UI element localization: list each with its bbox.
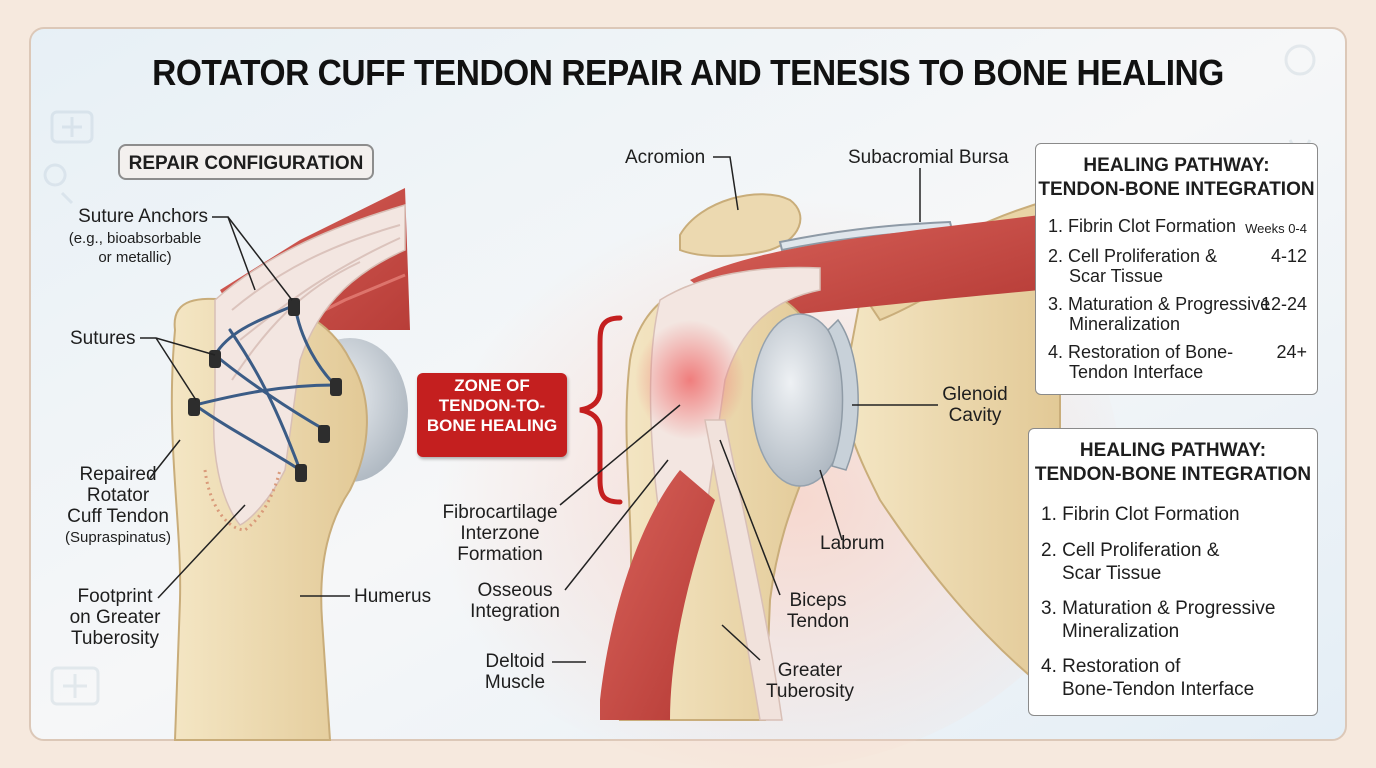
panel-top-title-1: HEALING PATHWAY: xyxy=(1083,155,1270,176)
panel-top-step-3-weeks: 12-24 xyxy=(1260,294,1307,314)
label-osseous-1: Osseous xyxy=(477,580,553,601)
repair-configuration-label: REPAIR CONFIGURATION xyxy=(118,144,374,180)
healing-pathway-panel-top: HEALING PATHWAY: TENDON-BONE INTEGRATION… xyxy=(1035,143,1318,395)
panel-bottom-title-1: HEALING PATHWAY: xyxy=(1079,440,1267,461)
panel-top-step-4: 4. Restoration of Bone- xyxy=(1048,342,1234,362)
panel-bottom-step-4-line2: Bone-Tendon Interface xyxy=(1062,679,1255,700)
panel-top-step-1-weeks: Weeks 0-4 xyxy=(1245,221,1307,236)
label-footprint-1: Footprint xyxy=(77,586,153,607)
panel-top-step-4-line2: Tendon Interface xyxy=(1069,362,1204,382)
label-sutures: Sutures xyxy=(70,328,136,349)
panel-top-step-2-weeks: 4-12 xyxy=(1270,246,1307,266)
panel-bottom-title-2: TENDON-BONE INTEGRATION xyxy=(1034,464,1312,485)
zone-of-healing-box: ZONE OF TENDON-TO- BONE HEALING xyxy=(417,373,567,457)
panel-top-step-4-weeks: 24+ xyxy=(1276,342,1307,362)
label-glenoid-2: Cavity xyxy=(948,405,1002,426)
label-fibrocartilage-1: Fibrocartilage xyxy=(442,502,558,523)
label-labrum: Labrum xyxy=(820,533,885,554)
label-biceps-2: Tendon xyxy=(786,611,850,632)
label-repaired-1: Repaired xyxy=(79,464,157,485)
label-subacromial-bursa: Subacromial Bursa xyxy=(848,147,1009,168)
label-biceps-1: Biceps xyxy=(789,590,847,611)
panel-bottom-step-2-line2: Scar Tissue xyxy=(1062,563,1162,584)
label-acromion: Acromion xyxy=(625,147,706,168)
panel-top-step-3-line2: Mineralization xyxy=(1069,314,1181,334)
label-humerus: Humerus xyxy=(354,586,432,607)
right-shoulder-illustration xyxy=(552,156,1062,721)
panel-bottom-step-3: 3. Maturation & Progressive xyxy=(1041,598,1276,619)
label-repaired-3: Cuff Tendon xyxy=(67,506,169,527)
zone-line-1: ZONE OF xyxy=(454,376,530,395)
panel-top-step-2: 2. Cell Proliferation & xyxy=(1048,246,1218,266)
label-repaired-2: Rotator xyxy=(86,485,150,506)
label-suture-anchors: Suture Anchors xyxy=(78,206,208,227)
label-greater-tuberosity-1: Greater xyxy=(777,660,843,681)
label-fibrocartilage-3: Formation xyxy=(457,544,543,565)
panel-bottom-step-2: 2. Cell Proliferation & xyxy=(1041,540,1220,561)
panel-bottom-step-4: 4. Restoration of xyxy=(1041,656,1181,677)
left-shoulder-illustration xyxy=(140,188,410,741)
label-greater-tuberosity-2: Tuberosity xyxy=(766,681,854,702)
zone-line-2: TENDON-TO- xyxy=(438,396,546,415)
label-deltoid-1: Deltoid xyxy=(485,651,545,672)
label-fibrocartilage-2: Interzone xyxy=(460,523,540,544)
page-title: ROTATOR CUFF TENDON REPAIR AND TENESIS T… xyxy=(152,52,1224,93)
panel-top-step-2-line2: Scar Tissue xyxy=(1069,266,1164,286)
panel-bottom-step-3-line2: Mineralization xyxy=(1062,621,1180,642)
zone-line-3: BONE HEALING xyxy=(426,416,558,435)
label-suture-anchors-note-2: or metallic) xyxy=(98,249,172,266)
healing-pathway-panel-bottom: HEALING PATHWAY: TENDON-BONE INTEGRATION… xyxy=(1028,428,1318,716)
panel-top-step-1: 1. Fibrin Clot Formation xyxy=(1048,216,1237,236)
label-footprint-2: on Greater xyxy=(69,607,161,628)
label-suture-anchors-note-1: (e.g., bioabsorbable xyxy=(68,230,202,247)
panel-bottom-step-1: 1. Fibrin Clot Formation xyxy=(1041,504,1240,525)
panel-top-title-2: TENDON-BONE INTEGRATION xyxy=(1038,179,1315,200)
label-osseous-2: Integration xyxy=(470,601,560,622)
label-repaired-4: (Supraspinatus) xyxy=(65,529,171,546)
panel-top-step-3: 3. Maturation & Progressive xyxy=(1048,294,1271,314)
label-glenoid-1: Glenoid xyxy=(942,384,1008,405)
label-footprint-3: Tuberosity xyxy=(71,628,159,649)
label-deltoid-2: Muscle xyxy=(484,672,546,693)
